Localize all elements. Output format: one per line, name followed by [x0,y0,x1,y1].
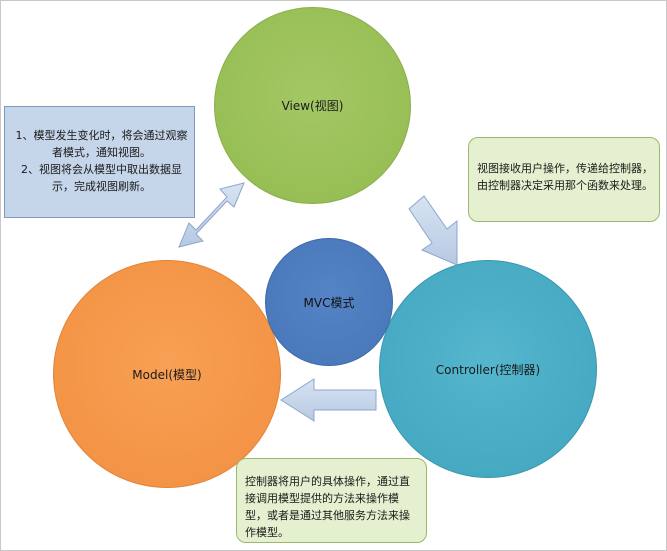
controller-model-note-text: 控制器将用户的具体操作，通过直接调用模型提供的方法来操作模型，或者是通过其他服务… [245,475,410,539]
controller-model-arrow [280,378,377,422]
mvc-center-label: MVC模式 [303,295,355,310]
view-controller-note-text: 视图接收用户操作，传递给控制器，由控制器决定采用那个函数来处理。 [477,162,653,192]
view-label: View(视图) [281,99,344,113]
model-view-double-arrow [178,182,245,248]
model-label: Model(模型) [132,367,202,382]
observer-note-line-2: 2、视图将会从模型中取出数据显示，完成视图刷新。 [21,163,182,193]
model-circle: Model(模型) [53,260,281,488]
view-controller-note: 视图接收用户操作，传递给控制器，由控制器决定采用那个函数来处理。 [468,137,660,222]
observer-note-line-1: 1、模型发生变化时，将会通过观察者模式，通知视图。 [15,129,188,159]
observer-note: 1、模型发生变化时，将会通过观察者模式，通知视图。 2、视图将会从模型中取出数据… [4,106,195,218]
controller-label: Controller(控制器) [435,362,541,377]
controller-model-note: 控制器将用户的具体操作，通过直接调用模型提供的方法来操作模型，或者是通过其他服务… [236,458,427,543]
mvc-center-circle: MVC模式 [265,238,393,366]
view-circle: View(视图) [214,7,411,204]
view-controller-arrow [408,195,458,266]
controller-circle: Controller(控制器) [379,260,597,478]
